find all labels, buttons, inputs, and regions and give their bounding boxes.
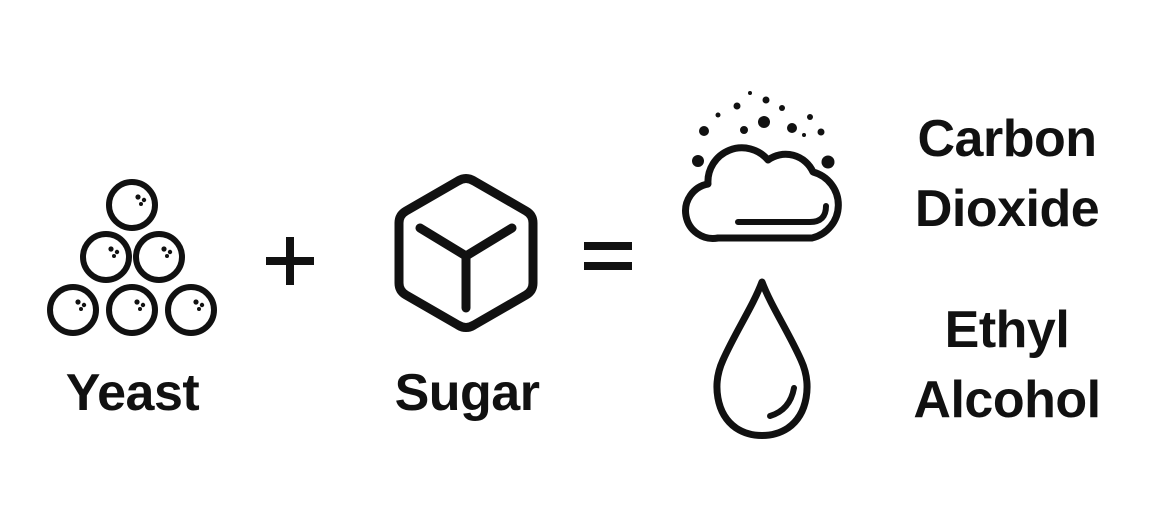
- droplet-icon: [713, 278, 811, 439]
- ethyl-alcohol-label: Ethyl Alcohol: [896, 295, 1118, 435]
- ethyl-alcohol-line1: Ethyl: [944, 301, 1070, 359]
- carbon-dioxide-line2: Dioxide: [914, 180, 1100, 238]
- plus-icon: [266, 237, 314, 285]
- sugar-cube-icon: [394, 174, 538, 332]
- carbon-dioxide-line1: Carbon: [917, 110, 1098, 168]
- yeast-cells-icon: [47, 179, 217, 336]
- plus-operator: [262, 233, 318, 289]
- yeast-label: Yeast: [65, 364, 200, 422]
- ethyl-alcohol-line2: Alcohol: [913, 371, 1101, 429]
- sugar-label: Sugar: [394, 364, 540, 422]
- equals-icon: [584, 242, 632, 270]
- equals-operator: [582, 240, 634, 272]
- carbon-dioxide-label: Carbon Dioxide: [896, 104, 1118, 244]
- cloud-bubbles-icon: [682, 91, 842, 242]
